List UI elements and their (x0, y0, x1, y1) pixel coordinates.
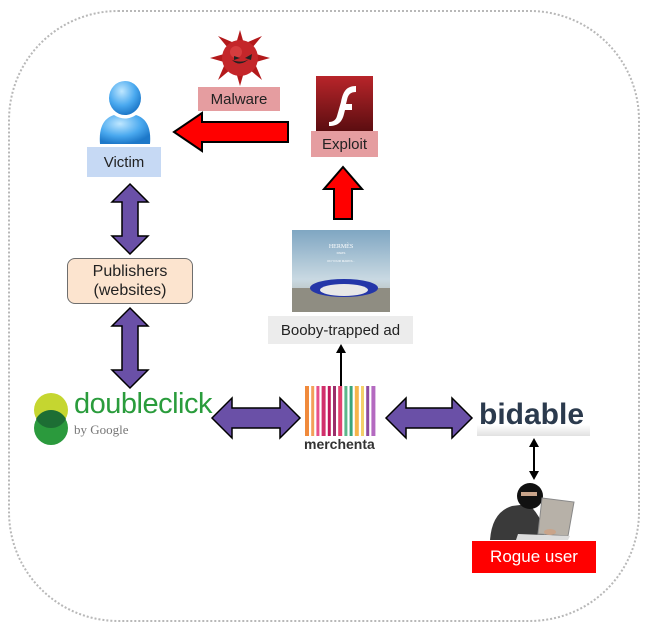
thin-double-arrow-bidable-rogue (529, 438, 539, 480)
malware-label: Malware (198, 87, 280, 111)
victim-label: Victim (87, 147, 161, 177)
ad-sub: PARIS (337, 251, 346, 255)
barcode-bar (316, 386, 320, 436)
doubleclick-sublabel: by Google (74, 422, 129, 437)
red-arrow-to-victim (172, 111, 289, 153)
merchenta-barcode-icon (305, 386, 376, 436)
booby-trapped-ad-label: Booby-trapped ad (268, 316, 413, 344)
merchenta-label: merchenta (304, 436, 375, 452)
ad-brand: HERMÈS (329, 242, 353, 250)
doubleclick-label: doubleclick (74, 388, 212, 420)
barcode-bar (344, 386, 348, 436)
barcode-bar (311, 386, 315, 436)
barcode-bar (361, 386, 364, 436)
flash-icon (316, 76, 373, 132)
barcode-bar (371, 386, 376, 436)
publishers-node: Publishers (websites) (67, 258, 193, 304)
barcode-bar (354, 386, 359, 436)
bidable-label: bidable (479, 398, 585, 431)
barcode-bar (338, 386, 343, 436)
rogue-user-label: Rogue user (472, 541, 596, 573)
thin-arrow-merchenta-ad (336, 344, 346, 386)
ad-image: HERMÈS PARIS ON YOUR MARKS... (292, 230, 390, 312)
virus-icon (210, 30, 270, 86)
doubleclick-logo-icon (34, 393, 68, 445)
red-arrow-to-exploit (321, 165, 365, 220)
barcode-bar (305, 386, 309, 436)
purple-arrow-victim-publishers (110, 182, 150, 256)
publishers-line1: Publishers (92, 263, 168, 280)
purple-arrow-publishers-doubleclick (110, 306, 150, 390)
exploit-label: Exploit (311, 131, 378, 157)
ad-tagline: ON YOUR MARKS... (327, 259, 355, 263)
barcode-bar (321, 386, 326, 436)
purple-arrow-doubleclick-merchenta (210, 396, 302, 440)
barcode-bar (327, 386, 331, 436)
hacker-icon (490, 483, 575, 540)
diagram-frame (8, 10, 640, 622)
barcode-bar (349, 386, 353, 436)
publishers-line2: (websites) (93, 282, 167, 299)
purple-arrow-merchenta-bidable (384, 396, 474, 440)
barcode-bar (366, 386, 370, 436)
user-icon (99, 81, 151, 144)
barcode-bar (333, 386, 336, 436)
bidable-logo: bidable (477, 398, 590, 436)
